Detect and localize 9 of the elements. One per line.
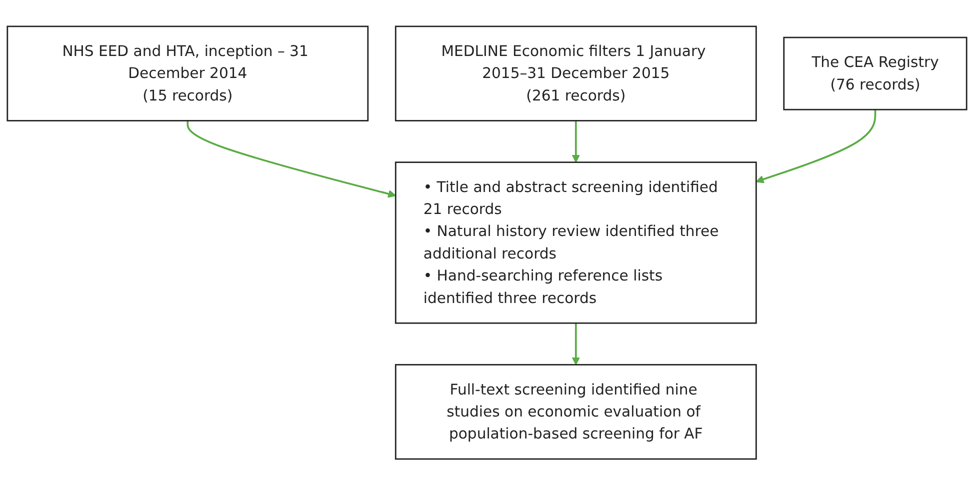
- node-box: MEDLINE Economic filters 1 January 2015–31 December 2015 (261 records): [394, 26, 757, 122]
- arrow: [572, 323, 580, 366]
- node-box: • Title and abstract screening identified 21 records • Natural history review identified three additional records • Hand-searching reference lists identified three records: [394, 162, 757, 324]
- arrow: [572, 120, 580, 163]
- node-box: Full-text screening identified nine studies on economic evaluation of population-based screening for AF: [394, 364, 757, 460]
- arrow: [186, 120, 396, 198]
- arrow: [756, 110, 876, 184]
- node-box: The CEA Registry (76 records): [783, 37, 968, 111]
- node-box: NHS EED and HTA, inception – 31 December 2014 (15 records): [6, 26, 369, 122]
